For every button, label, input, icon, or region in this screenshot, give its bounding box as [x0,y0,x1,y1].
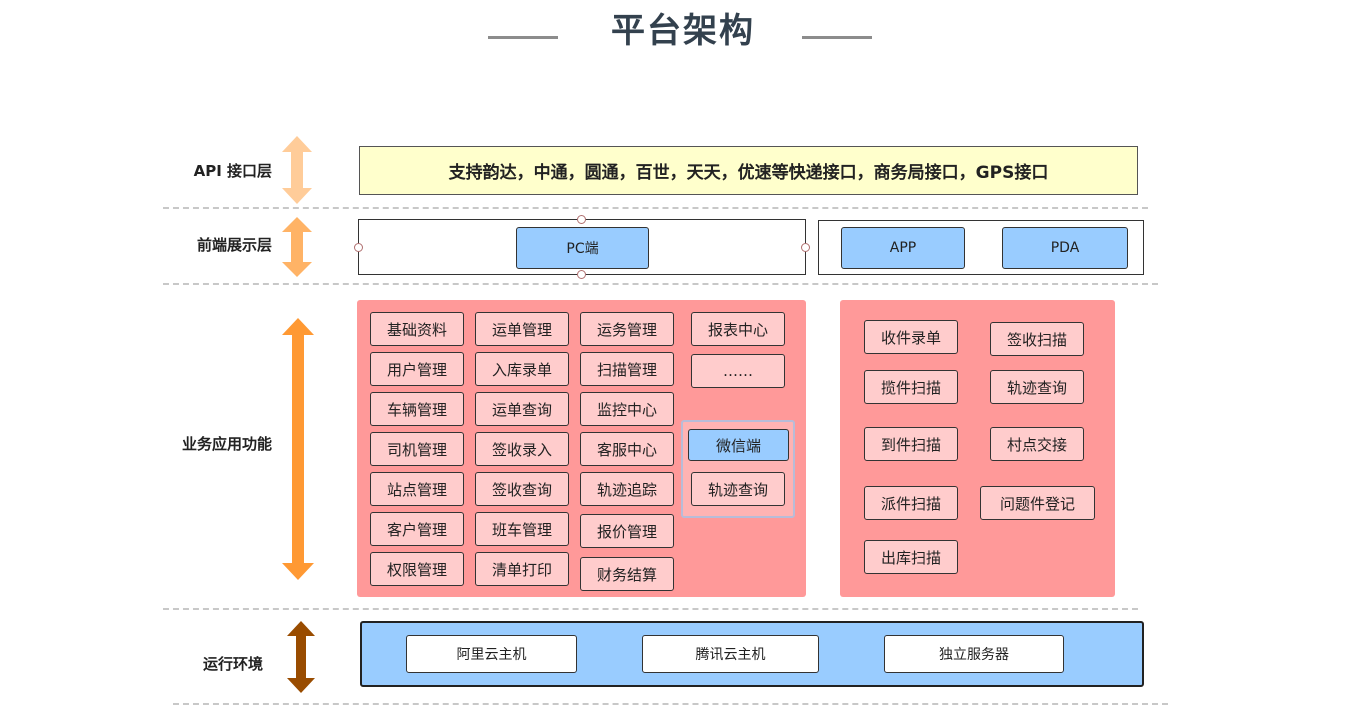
module-shuttle-mgmt: 班车管理 [475,512,569,546]
module-service-center: 客服中心 [580,432,674,466]
module-report-center: 报表中心 [691,312,785,346]
pc-frame-handle-bottom[interactable] [577,270,586,279]
page-title-text: 平台架构 [611,11,755,51]
layer-label-runtime: 运行环境 [202,655,263,673]
layer-label-business: 业务应用功能 [181,435,272,453]
module-finance-settle: 财务结算 [580,557,674,591]
module-inbound-entry: 入库录单 [475,352,569,386]
runtime-tencent: 腾讯云主机 [642,635,819,673]
runtime-dedicated: 独立服务器 [884,635,1064,673]
module-monitor-center: 监控中心 [580,392,674,426]
module-sign-entry: 签收录入 [475,432,569,466]
module-track-trace: 轨迹追踪 [580,472,674,506]
module-arrival-scan: 到件扫描 [864,427,958,461]
separator-4 [173,703,1168,705]
api-interface-box: 支持韵达，中通，圆通，百世，天天，优速等快递接口，商务局接口，GPS接口 [359,146,1138,195]
layer-label-api: API 接口层 [193,162,272,180]
title-right-line [802,36,872,39]
module-list-print: 清单打印 [475,552,569,586]
module-waybill-query: 运单查询 [475,392,569,426]
module-customer-mgmt: 客户管理 [370,512,464,546]
module-dispatch-scan: 派件扫描 [864,486,958,520]
layer-label-frontend: 前端展示层 [196,236,272,254]
module-basic-data: 基础资料 [370,312,464,346]
module-driver-mgmt: 司机管理 [370,432,464,466]
module-sign-scan: 签收扫描 [990,322,1084,356]
module-permission-mgmt: 权限管理 [370,552,464,586]
title-left-line [488,36,558,39]
module-station-mgmt: 站点管理 [370,472,464,506]
module-more: …… [691,354,785,388]
module-problem-register: 问题件登记 [980,486,1095,520]
separator-2 [163,283,1158,285]
module-scan-mgmt: 扫描管理 [580,352,674,386]
arrow-frontend-icon [282,217,312,277]
page-title: 平台架构 [0,8,1366,54]
module-pickup-scan: 揽件扫描 [864,370,958,404]
pc-module: PC端 [516,227,649,269]
pc-frame-handle-right[interactable] [801,243,810,252]
pc-frame-handle-left[interactable] [354,243,363,252]
module-track-query-pda: 轨迹查询 [990,370,1084,404]
separator-3 [163,608,1138,610]
module-waybill-mgmt: 运单管理 [475,312,569,346]
module-village-handover: 村点交接 [990,427,1084,461]
runtime-aliyun: 阿里云主机 [406,635,577,673]
app-module: APP [841,227,965,269]
separator-1 [163,207,1148,209]
module-user-mgmt: 用户管理 [370,352,464,386]
arrow-business-icon [282,318,314,580]
wechat-track-query: 轨迹查询 [691,472,785,506]
module-vehicle-mgmt: 车辆管理 [370,392,464,426]
pc-frame-handle-top[interactable] [577,215,586,224]
module-receive-entry: 收件录单 [864,320,958,354]
arrow-runtime-icon [287,621,315,693]
arrow-api-icon [282,136,312,204]
module-sign-query: 签收查询 [475,472,569,506]
module-quote-mgmt: 报价管理 [580,514,674,548]
module-outbound-scan: 出库扫描 [864,540,958,574]
pda-module: PDA [1002,227,1128,269]
wechat-module: 微信端 [688,429,789,461]
api-interface-text: 支持韵达，中通，圆通，百世，天天，优速等快递接口，商务局接口，GPS接口 [448,163,1049,183]
module-operations-mgmt: 运务管理 [580,312,674,346]
